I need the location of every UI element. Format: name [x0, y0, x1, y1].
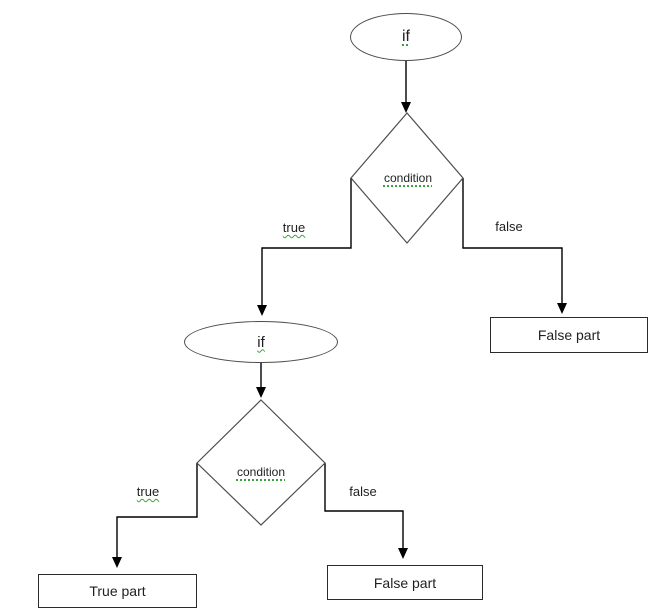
connector-false-inner [324, 463, 404, 549]
connector-true-outer [261, 178, 352, 306]
condition-diamond-inner [196, 399, 326, 526]
arrowhead-icon [557, 303, 567, 314]
edge-label-true-inner: true [136, 484, 160, 499]
arrowhead-icon [256, 387, 266, 398]
edge-label-true-outer: true [282, 220, 306, 235]
edge-label-false-inner: false [349, 484, 377, 499]
arrowhead-icon [257, 305, 267, 316]
condition-diamond-outer [350, 112, 464, 244]
false-part-box-outer: False part [490, 317, 648, 353]
condition-label-inner: condition [236, 465, 286, 479]
connector-true-inner [116, 463, 198, 558]
condition-label-outer: condition [383, 171, 433, 185]
edge-label-false-outer: false [495, 219, 523, 234]
false-part-box-inner: False part [327, 565, 483, 600]
true-part-box: True part [38, 574, 197, 608]
connector-false-outer [462, 178, 563, 304]
if-ellipse-inner: if [184, 321, 338, 363]
arrowhead-icon [401, 102, 411, 113]
arrowhead-icon [112, 557, 122, 568]
if-ellipse-inner-label: if [257, 333, 265, 351]
if-ellipse-outer-label: if [402, 28, 410, 45]
if-ellipse-outer: if [350, 13, 462, 61]
arrowhead-icon [398, 548, 408, 559]
